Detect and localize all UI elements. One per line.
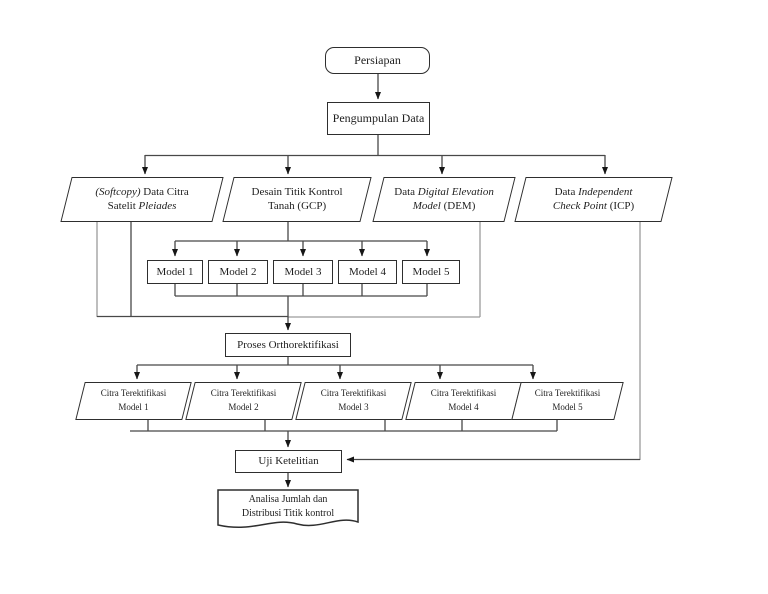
node-pengumpulan-data-label: Pengumpulan Data [332, 110, 425, 125]
node-pengumpulan-data: Pengumpulan Data [327, 102, 430, 135]
node-uji-ketelitian: Uji Ketelitian [235, 450, 342, 473]
node-citra-terektifikasi-model-3: Citra Terektifikasi Model 3 [295, 382, 412, 420]
node-citra-terektifikasi-model-1: Citra Terektifikasi Model 1 [75, 382, 192, 420]
node-model-4-label: Model 4 [349, 265, 386, 278]
node-persiapan-label: Persiapan [354, 52, 401, 67]
document-shape [217, 489, 359, 529]
node-proses-orthorektifikasi-label: Proses Orthorektifikasi [237, 338, 339, 351]
node-model-2-label: Model 2 [219, 265, 257, 278]
node-citra-terektifikasi-model-4-label: Citra Terektifikasi Model 4 [430, 388, 497, 412]
node-citra-terektifikasi-model-4: Citra Terektifikasi Model 4 [405, 382, 522, 420]
node-desain-titik-kontrol-gcp-label: Desain Titik Kontrol Tanah (GCP) [251, 186, 343, 213]
node-model-2: Model 2 [208, 260, 268, 284]
node-citra-terektifikasi-model-5-label: Citra Terektifikasi Model 5 [534, 388, 601, 412]
node-citra-terektifikasi-model-3-label: Citra Terektifikasi Model 3 [320, 388, 387, 412]
node-citra-terektifikasi-model-2: Citra Terektifikasi Model 2 [185, 382, 302, 420]
node-citra-terektifikasi-model-2-label: Citra Terektifikasi Model 2 [210, 388, 277, 412]
node-analisa-document: Analisa Jumlah dan Distribusi Titik kont… [218, 492, 358, 522]
node-analisa-line2: Distribusi Titik kontrol [241, 508, 335, 519]
node-data-dem-label: Data Digital Elevation Model (DEM) [394, 186, 494, 213]
light-connectors [96, 222, 641, 460]
node-data-citra-satelit-pleiades: (Softcopy) Data Citra Satelit Pleiades [60, 177, 224, 222]
node-model-3: Model 3 [273, 260, 333, 284]
node-persiapan: Persiapan [325, 47, 430, 74]
dark-connectors [97, 74, 640, 488]
node-analisa-line1: Analisa Jumlah dan [248, 493, 328, 505]
node-citra-terektifikasi-model-5: Citra Terektifikasi Model 5 [511, 382, 624, 420]
node-model-3-label: Model 3 [284, 265, 322, 278]
node-model-1-label: Model 1 [156, 265, 194, 278]
node-model-5-label: Model 5 [412, 265, 450, 278]
node-data-icp-label: Data Independent Check Point (ICP) [552, 186, 635, 213]
node-data-icp: Data Independent Check Point (ICP) [514, 177, 673, 222]
node-proses-orthorektifikasi: Proses Orthorektifikasi [225, 333, 351, 357]
node-desain-titik-kontrol-gcp: Desain Titik Kontrol Tanah (GCP) [222, 177, 372, 222]
node-citra-terektifikasi-model-1-label: Citra Terektifikasi Model 1 [100, 388, 167, 412]
node-data-citra-satelit-pleiades-label: (Softcopy) Data Citra Satelit Pleiades [95, 186, 189, 213]
node-uji-ketelitian-label: Uji Ketelitian [258, 455, 319, 468]
node-model-4: Model 4 [338, 260, 397, 284]
node-model-5: Model 5 [402, 260, 460, 284]
node-model-1: Model 1 [147, 260, 203, 284]
node-data-dem: Data Digital Elevation Model (DEM) [372, 177, 516, 222]
